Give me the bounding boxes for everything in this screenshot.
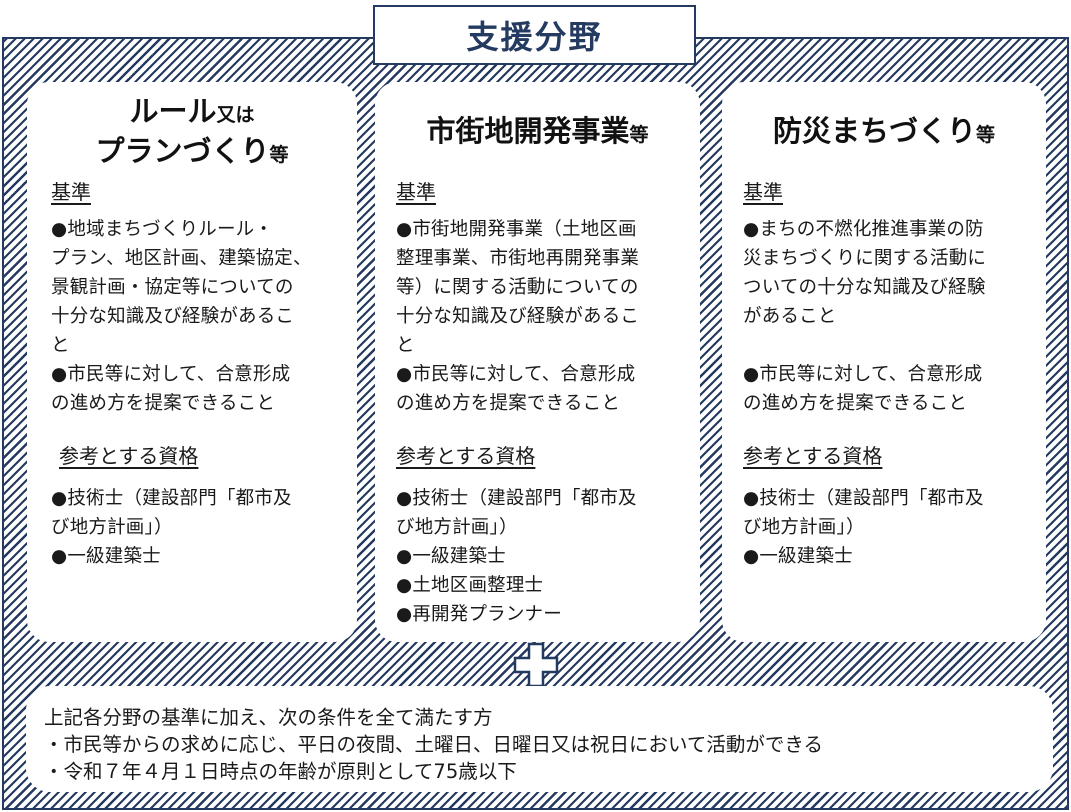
criteria-line: の進め方を提案できること: [743, 393, 968, 414]
qualification-line: ●一級建築士: [51, 546, 161, 567]
card-heading: 防災まちづくり等: [722, 108, 1046, 150]
heading-main: ルール: [129, 94, 217, 128]
heading-suffix: 等: [976, 124, 996, 146]
criteria-line: ●地域まちづくりルール・: [51, 219, 274, 240]
qualifications-label: 参考とする資格: [743, 444, 883, 468]
criteria-line: 十分な知識及び経験があるこ: [396, 306, 640, 327]
criteria-line: 等）に関する活動についての: [396, 277, 639, 298]
card-urban-development: 市街地開発事業等 基準 ●市街地開発事業（土地区画 整理事業、市街地再開発事業 …: [375, 82, 700, 642]
conditions-intro: 上記各分野の基準に加え、次の条件を全て満たす方: [44, 706, 493, 729]
card-heading-line2: プランづくり等: [27, 128, 357, 170]
qualification-line: ●技術士（建設部門「都市及: [396, 488, 637, 509]
heading-main: 防災まちづくり: [772, 114, 976, 148]
criteria-label: 基準: [743, 180, 783, 204]
criteria-line: の進め方を提案できること: [51, 393, 276, 414]
qualification-line: ●土地区画整理士: [396, 575, 544, 596]
criteria-line: の進め方を提案できること: [396, 393, 621, 414]
criteria-line: があること: [743, 306, 837, 327]
criteria-line: 災まちづくりに関する活動に: [743, 248, 987, 269]
page-title: 支援分野: [373, 5, 696, 65]
qualifications-label: 参考とする資格: [59, 444, 199, 468]
heading-suffix: 等: [629, 124, 649, 146]
qualification-line: ●技術士（建設部門「都市及: [51, 488, 292, 509]
heading-main: プランづくり: [95, 134, 270, 168]
criteria-line: ●市街地開発事業（土地区画: [396, 219, 637, 240]
criteria-line: 整理事業、市街地再開発事業: [396, 248, 640, 269]
card-heading: ルール又は: [27, 88, 357, 130]
criteria-label: 基準: [51, 180, 91, 204]
heading-suffix: 等: [269, 144, 289, 166]
card-heading: 市街地開発事業等: [375, 108, 700, 150]
qualification-line: ●再開発プランナー: [396, 604, 562, 625]
qualification-line: ●一級建築士: [743, 546, 853, 567]
qualification-line: ●一級建築士: [396, 546, 506, 567]
criteria-line: ●市民等に対して、合意形成: [743, 364, 983, 385]
condition-item: ・令和７年４月１日時点の年齢が原則として75歳以下: [44, 760, 517, 783]
condition-item: ・市民等からの求めに応じ、平日の夜間、土曜日、日曜日又は祝日において活動ができる: [44, 733, 824, 756]
qualification-line: び地方計画」）: [396, 517, 518, 538]
criteria-line: ついての十分な知識及び経験: [743, 277, 986, 298]
card-rule-planning: ルール又は プランづくり等 基準 ●地域まちづくりルール・ プラン、地区計画、建…: [27, 82, 357, 642]
heading-suffix: 又は: [216, 104, 255, 126]
criteria-line: と: [51, 335, 70, 356]
qualification-line: ●技術士（建設部門「都市及: [743, 488, 984, 509]
card-disaster-prevention: 防災まちづくり等 基準 ●まちの不燃化推進事業の防 災まちづくりに関する活動に …: [722, 82, 1046, 642]
qualification-line: び地方計画」）: [51, 517, 173, 538]
criteria-line: ●市民等に対して、合意形成: [396, 364, 636, 385]
criteria-line: 十分な知識及び経験があるこ: [51, 306, 295, 327]
criteria-line: 景観計画・協定等についての: [51, 277, 294, 298]
criteria-line: プラン、地区計画、建築協定、: [51, 248, 312, 269]
criteria-line: ●まちの不燃化推進事業の防: [743, 219, 984, 240]
plus-icon: [513, 642, 559, 688]
qualification-line: び地方計画」）: [743, 517, 865, 538]
criteria-label: 基準: [396, 180, 436, 204]
conditions-box: 上記各分野の基準に加え、次の条件を全て満たす方 ・市民等からの求めに応じ、平日の…: [26, 686, 1053, 792]
criteria-line: と: [396, 335, 415, 356]
qualifications-label: 参考とする資格: [396, 444, 536, 468]
heading-main: 市街地開発事業: [426, 114, 630, 148]
criteria-line: ●市民等に対して、合意形成: [51, 364, 291, 385]
